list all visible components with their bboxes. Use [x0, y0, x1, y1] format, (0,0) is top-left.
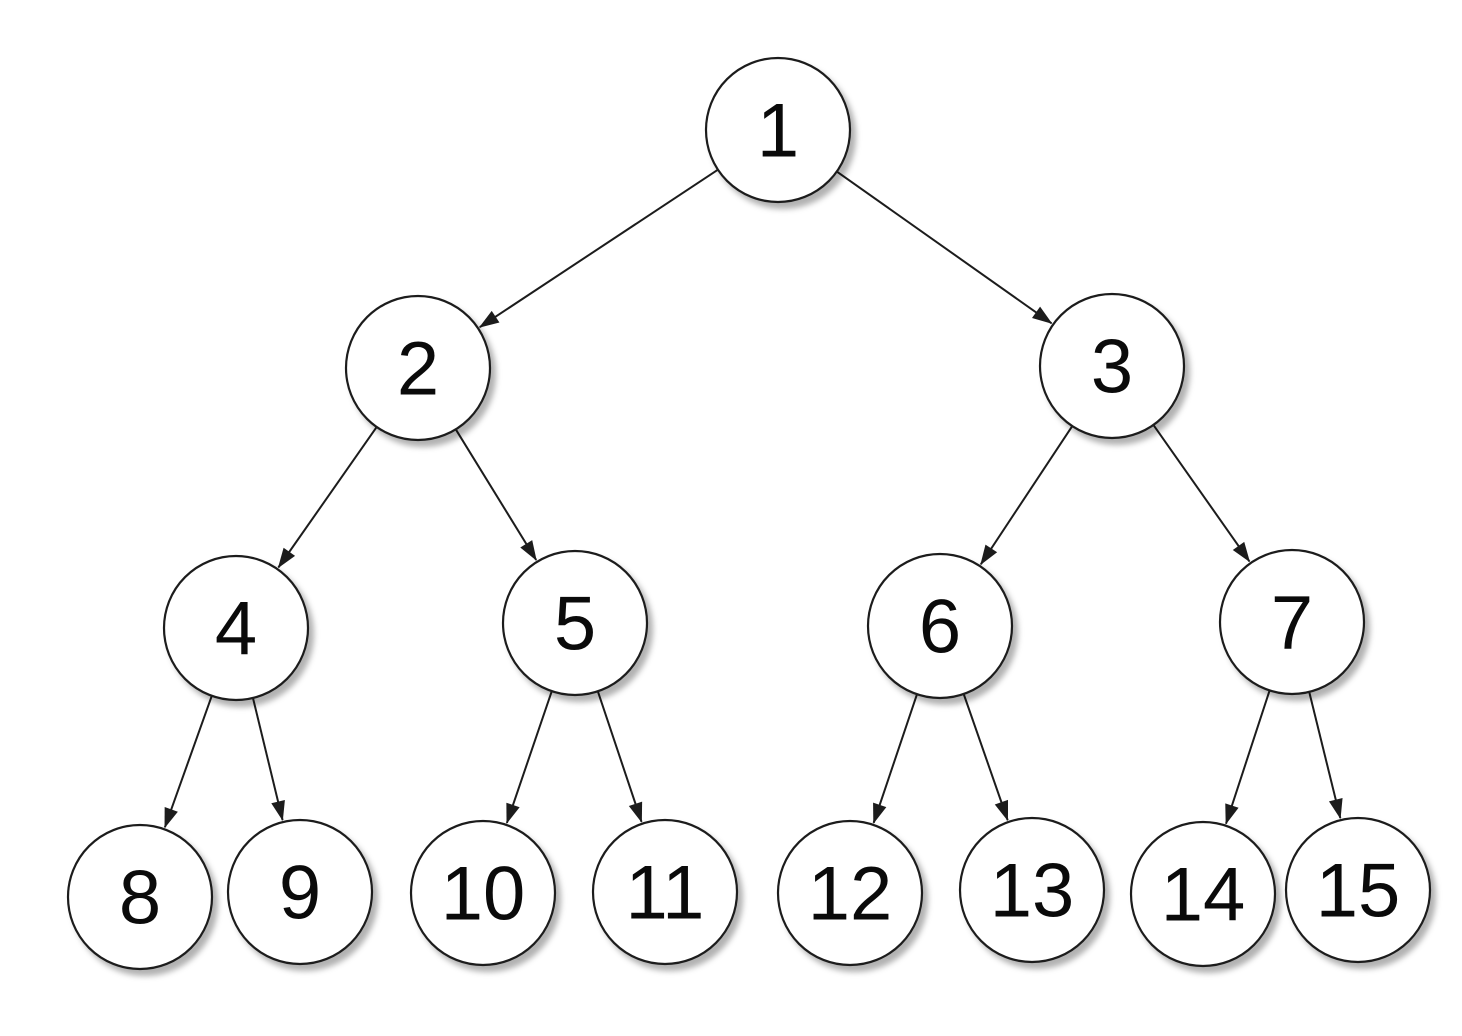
- node-circle: [866, 552, 1014, 700]
- tree-node-14: 14: [1129, 820, 1277, 968]
- edge-1-3: [836, 170, 1053, 325]
- tree-node-1: 1: [704, 56, 852, 204]
- node-circle: [958, 816, 1106, 964]
- node-label: 11: [626, 851, 705, 936]
- node-label: 15: [1316, 849, 1401, 934]
- node-label: 8: [119, 856, 161, 941]
- node-label: 7: [1271, 581, 1313, 666]
- edge-5-11: [596, 690, 643, 823]
- edge-7-14: [1225, 690, 1271, 825]
- node-circle: [704, 56, 852, 204]
- edge-2-4: [277, 426, 378, 569]
- node-label: 4: [215, 587, 257, 672]
- edge-3-6: [979, 425, 1074, 566]
- edge-4-9: [251, 697, 285, 822]
- tree-node-13: 13: [958, 816, 1106, 964]
- edge-7-15: [1308, 691, 1343, 820]
- tree-node-8: 8: [66, 823, 214, 971]
- node-circle: [1218, 548, 1366, 696]
- tree-node-12: 12: [776, 819, 924, 967]
- node-circle: [1038, 292, 1186, 440]
- node-label: 9: [279, 851, 321, 936]
- node-circle: [409, 819, 557, 967]
- tree-node-5: 5: [501, 549, 649, 697]
- edge-6-13: [962, 693, 1009, 822]
- tree-node-4: 4: [162, 554, 310, 702]
- tree-node-2: 2: [344, 294, 492, 442]
- edge-3-7: [1152, 424, 1251, 563]
- node-circle: [591, 818, 739, 966]
- node-label: 12: [808, 852, 893, 937]
- tree-node-7: 7: [1218, 548, 1366, 696]
- tree-node-11: 11: [591, 818, 739, 966]
- node-label: 2: [397, 327, 439, 412]
- node-label: 1: [757, 89, 799, 174]
- edge-4-8: [163, 695, 213, 829]
- node-circle: [776, 819, 924, 967]
- node-label: 14: [1161, 853, 1246, 938]
- edge-5-10: [505, 690, 553, 824]
- edge-6-12: [872, 693, 918, 824]
- node-circle: [501, 549, 649, 697]
- node-label: 13: [990, 849, 1075, 934]
- node-circle: [162, 554, 310, 702]
- tree-node-3: 3: [1038, 292, 1186, 440]
- tree-node-10: 10: [409, 819, 557, 967]
- tree-node-6: 6: [866, 552, 1014, 700]
- node-circle: [226, 818, 374, 966]
- node-label: 10: [441, 852, 526, 937]
- node-label: 6: [919, 585, 961, 670]
- node-label: 5: [554, 582, 596, 667]
- node-circle: [1129, 820, 1277, 968]
- node-circle: [66, 823, 214, 971]
- node-circle: [1284, 816, 1432, 964]
- edge-2-5: [454, 428, 538, 561]
- edge-1-2: [478, 168, 719, 329]
- tree-node-9: 9: [226, 818, 374, 966]
- tree-node-15: 15: [1284, 816, 1432, 964]
- node-circle: [344, 294, 492, 442]
- node-label: 3: [1091, 325, 1133, 410]
